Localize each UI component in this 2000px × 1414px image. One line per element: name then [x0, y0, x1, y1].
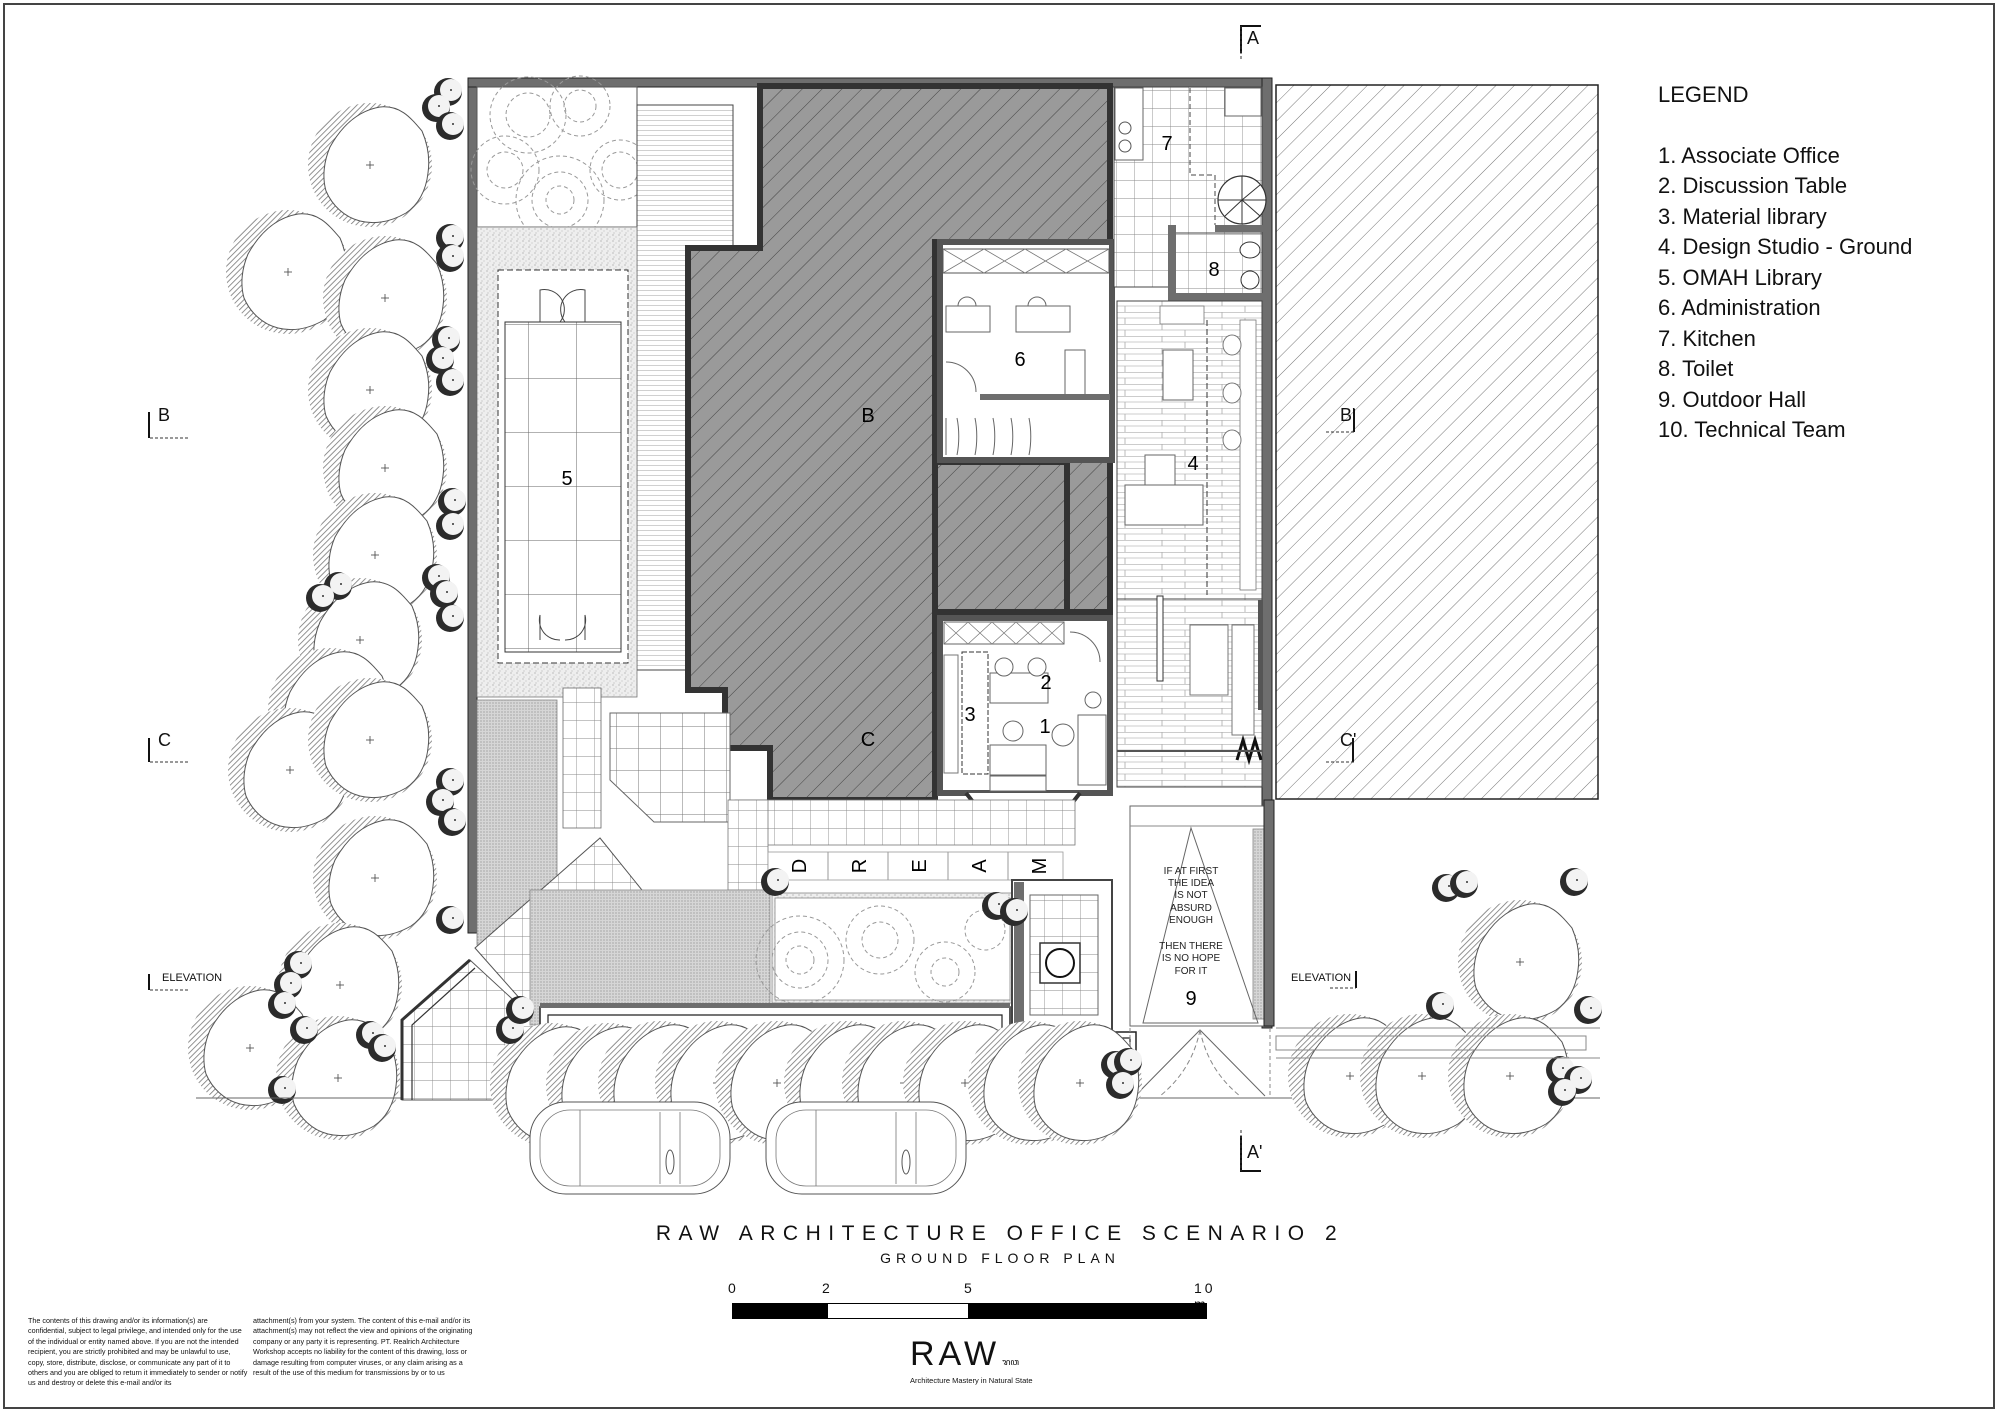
scale-segment-5-10: [969, 1303, 1207, 1319]
drawing-frame: [3, 3, 1995, 1409]
title-block: RAW ARCHITECTURE OFFICE SCENARIO 2 GROUN…: [600, 1222, 1400, 1266]
elevation-marker-left: ELEVATION: [162, 972, 223, 984]
trees-left: [187, 78, 466, 1141]
dream-letter-a: A: [969, 859, 991, 873]
room-label-1: 1: [1039, 716, 1050, 738]
legend-item: 1. Associate Office: [1658, 142, 1840, 168]
dream-letter-d: D: [789, 859, 811, 873]
trees-right: [1275, 868, 1602, 1139]
scale-segment-2-5: [827, 1303, 969, 1319]
room-8-toilet[interactable]: 8: [1168, 225, 1263, 301]
section-b-right: B': [1340, 405, 1356, 425]
room-6-administration[interactable]: 6: [937, 239, 1115, 463]
quote-line-7: THEN THERE: [1159, 941, 1223, 952]
quote-line-5: ENOUGH: [1169, 915, 1213, 926]
room-9-outdoor-hall[interactable]: IF AT FIRST THE IDEA IS NOT ABSURD ENOUG…: [1129, 805, 1271, 1098]
legend-title: LEGEND: [1658, 82, 1749, 107]
drawing-title: RAW ARCHITECTURE OFFICE SCENARIO 2: [655, 1222, 1345, 1245]
quote-line-3: IS NOT: [1174, 890, 1207, 901]
scale-bar: 0 2 5 10 m: [728, 1280, 1232, 1330]
scale-tick-5: 5: [964, 1280, 975, 1296]
quote-line-2: THE IDEA: [1168, 878, 1214, 889]
dream-letter-e: E: [909, 859, 931, 872]
neighbor-building: [1275, 84, 1599, 800]
quote-line-8: IS NO HOPE: [1162, 953, 1221, 964]
legend-item: 5. OMAH Library: [1658, 264, 1822, 290]
dream-letter-m: M: [1029, 858, 1051, 875]
logo-tagline: Architecture Mastery in Natural State: [910, 1376, 1033, 1385]
room-1-associate-office[interactable]: 2 3 1: [937, 615, 1113, 818]
garden-bottom: [755, 892, 1013, 1005]
quote-line-4: ABSURD: [1170, 903, 1212, 914]
dream-letter-r: R: [849, 859, 871, 873]
scale-segment-0-2: [732, 1303, 827, 1319]
room-10-technical-team-area[interactable]: [1116, 595, 1263, 788]
section-b-left: B: [158, 405, 171, 425]
elevation-marker-right: ELEVATION: [1291, 972, 1352, 984]
legend-item: 6. Administration: [1658, 295, 1821, 320]
legend-item: 7. Kitchen: [1658, 325, 1756, 351]
room-label-5: 5: [561, 468, 572, 490]
logo-script: ꦫꦮ: [1002, 1357, 1020, 1367]
room-4-design-studio[interactable]: 4: [1116, 300, 1263, 600]
disclaimer-left: The contents of this drawing and/or its …: [28, 1316, 248, 1388]
legend-item: 8. Toilet: [1658, 356, 1734, 381]
room-label-7: 7: [1161, 133, 1172, 155]
section-a-bottom: A': [1247, 1142, 1263, 1162]
legend-item: 10. Technical Team: [1658, 417, 1846, 442]
legend-item: 4. Design Studio - Ground: [1658, 234, 1913, 259]
legend-item: 3. Material library: [1658, 203, 1827, 229]
room-label-8: 8: [1208, 259, 1219, 281]
zone-label-b: B: [861, 405, 874, 427]
room-label-3: 3: [964, 704, 975, 726]
section-c-left: C: [158, 730, 171, 750]
room-label-4: 4: [1187, 453, 1198, 475]
drawing-subtitle: GROUND FLOOR PLAN: [880, 1250, 1120, 1266]
room-5-omah-library[interactable]: 5: [497, 269, 629, 664]
garden-top-left: [470, 75, 651, 245]
quote-line-1: IF AT FIRST: [1164, 866, 1219, 877]
scale-tick-0: 0: [728, 1280, 739, 1296]
room-label-6: 6: [1014, 349, 1025, 371]
room-label-9: 9: [1185, 988, 1196, 1010]
room-label-2: 2: [1040, 672, 1051, 694]
disclaimer-right: attachment(s) from your system. The cont…: [253, 1316, 473, 1378]
scale-tick-2: 2: [822, 1280, 833, 1296]
dream-letter-strip: D R E A M: [767, 851, 1064, 881]
legend-item: 9. Outdoor Hall: [1658, 386, 1806, 412]
legend-item: 2. Discussion Table: [1658, 173, 1848, 198]
zone-label-c: C: [861, 729, 875, 751]
section-c-right: C': [1340, 730, 1357, 750]
section-a-top: A: [1247, 28, 1260, 48]
logo-name: RAW: [910, 1335, 1001, 1373]
legend: LEGEND 1. Associate Office 2. Discussion…: [1658, 80, 1912, 446]
quote-line-9: FOR IT: [1175, 966, 1208, 977]
water-feature: [1011, 879, 1113, 1031]
